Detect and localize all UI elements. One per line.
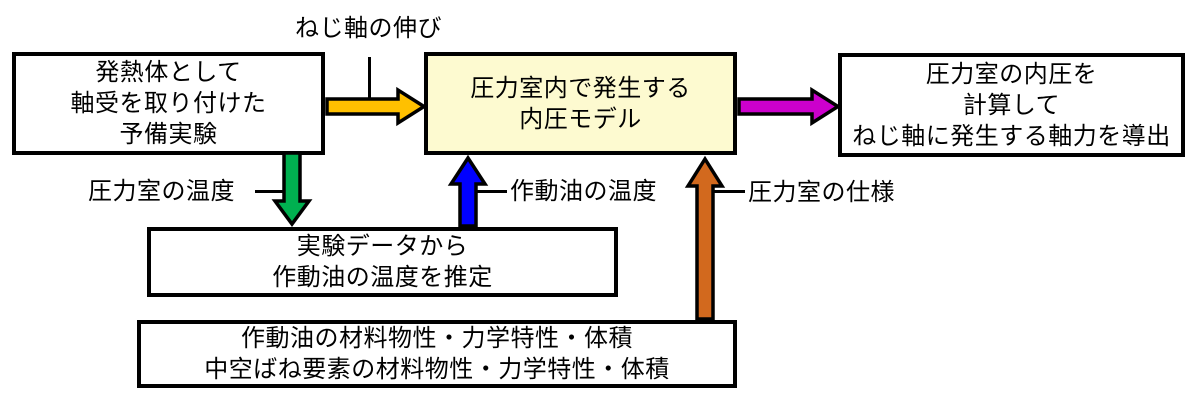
label-screw-elongation: ねじ軸の伸び	[295, 15, 442, 42]
box-material-properties: 作動油の材料物性・力学特性・体積 中空ばね要素の材料物性・力学特性・体積	[137, 320, 737, 388]
arrow-model-to-axial-force	[737, 86, 842, 127]
arrow-materials-to-model	[684, 155, 726, 321]
arrow-experiment-to-estimation	[271, 151, 313, 227]
box-model-line1: 圧力室内で発生する	[470, 74, 691, 102]
arrow-estimation-to-model	[447, 154, 489, 228]
box-axial-line3: ねじ軸に発生する軸力を導出	[852, 122, 1171, 150]
box-estimation-line2: 作動油の温度を推定	[272, 264, 493, 291]
box-materials-line1: 作動油の材料物性・力学特性・体積	[241, 325, 633, 352]
box-model-line2: 内圧モデル	[519, 105, 642, 133]
box-oil-temperature-estimation: 実験データから 作動油の温度を推定	[147, 227, 618, 297]
box-preliminary-experiment: 発熱体として 軸受を取り付けた 予備実験	[12, 52, 325, 155]
box-preliminary-line1: 発熱体として	[95, 59, 242, 86]
arrow-experiment-to-model	[325, 86, 428, 127]
box-axial-line1: 圧力室の内圧を	[925, 60, 1098, 88]
box-preliminary-line3: 予備実験	[119, 121, 218, 148]
box-axial-line2: 計算して	[962, 91, 1061, 119]
label-chamber-specification: 圧力室の仕様	[748, 179, 895, 206]
box-materials-line2: 中空ばね要素の材料物性・力学特性・体積	[204, 356, 670, 383]
box-axial-force-derivation: 圧力室の内圧を 計算して ねじ軸に発生する軸力を導出	[838, 53, 1185, 157]
box-internal-pressure-model: 圧力室内で発生する 内圧モデル	[424, 52, 737, 155]
box-estimation-line1: 実験データから	[296, 233, 469, 260]
label-chamber-temperature: 圧力室の温度	[88, 178, 235, 205]
label-oil-temperature: 作動油の温度	[510, 178, 657, 205]
box-preliminary-line2: 軸受を取り付けた	[70, 90, 267, 117]
